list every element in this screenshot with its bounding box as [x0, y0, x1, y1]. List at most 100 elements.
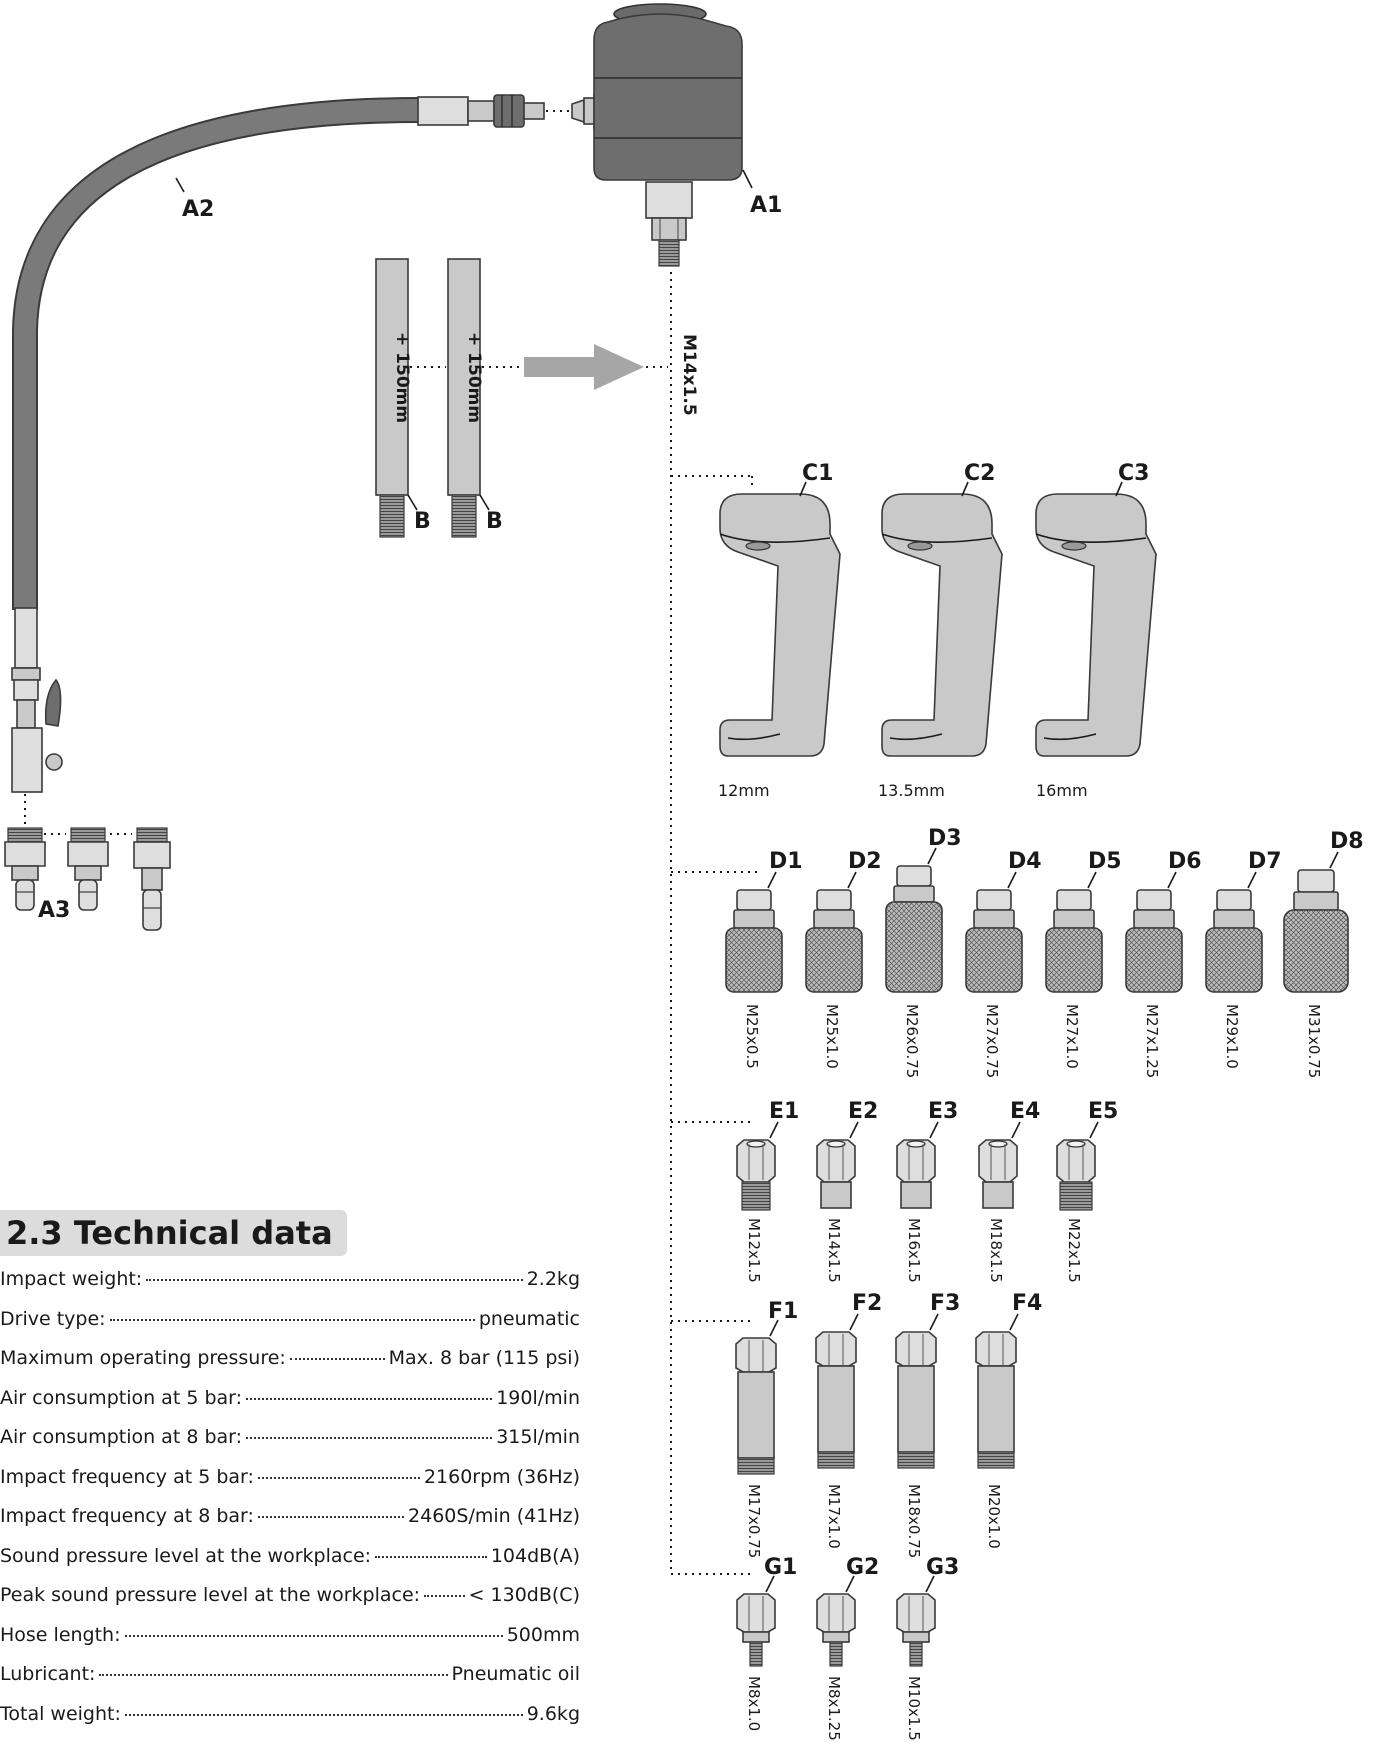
spec-row: Drive type: pneumatic — [0, 1308, 580, 1348]
nut-d5 — [1045, 889, 1103, 993]
nut-d1 — [725, 889, 783, 993]
nut-d4 — [965, 889, 1023, 993]
plug-a3-2 — [67, 827, 109, 911]
dot-leader — [124, 1634, 503, 1637]
section-title: 2.3 Technical data — [0, 1210, 347, 1256]
nut-e5 — [1056, 1139, 1096, 1211]
label-b-2: B — [486, 509, 503, 534]
hook-c2 — [881, 493, 1003, 757]
nut-d7 — [1205, 889, 1263, 993]
thread-e4: M18x1.5 — [987, 1218, 1005, 1283]
label-d3: D3 — [928, 826, 962, 851]
adapter-g1 — [736, 1593, 776, 1667]
spec-row: Impact frequency at 8 bar:2460S/min (41H… — [0, 1505, 580, 1545]
spec-label: Drive type: — [0, 1307, 106, 1330]
adapter-f3 — [895, 1331, 937, 1469]
spec-value: 2460S/min (41Hz) — [408, 1505, 580, 1527]
dot-leader — [246, 1397, 493, 1400]
label-d7: D7 — [1248, 849, 1282, 874]
spec-label: Sound pressure level at the workplace: — [0, 1544, 372, 1567]
label-c2: C2 — [964, 461, 995, 486]
spec-row: Impact frequency at 5 bar:2160rpm (36Hz) — [0, 1466, 580, 1506]
thread-d3: M26x0.75 — [903, 1004, 921, 1078]
spec-value: 9.6kg — [526, 1702, 580, 1725]
spec-row: Impact weight:2.2kg — [0, 1268, 580, 1308]
dot-leader — [257, 1516, 405, 1518]
label-e1: E1 — [769, 1099, 799, 1124]
dot-leader — [289, 1358, 385, 1360]
thread-f3: M18x0.75 — [905, 1484, 923, 1558]
spec-row: Air consumption at 8 bar: 315l/min — [0, 1426, 580, 1466]
label-g2: G2 — [846, 1555, 879, 1580]
thread-e3: M16x1.5 — [905, 1218, 923, 1283]
size-c1: 12mm — [718, 781, 770, 800]
label-e2: E2 — [848, 1099, 878, 1124]
label-c3: C3 — [1118, 461, 1149, 486]
adapter-f2 — [815, 1331, 857, 1469]
dot-leader — [257, 1476, 420, 1479]
spec-label: Air consumption at 5 bar: — [0, 1386, 243, 1409]
label-f3: F3 — [930, 1291, 960, 1316]
spec-row: Peak sound pressure level at the workpla… — [0, 1584, 580, 1624]
nut-e2 — [816, 1139, 856, 1209]
label-f1: F1 — [768, 1299, 798, 1324]
nut-d8 — [1283, 869, 1349, 993]
adapter-f4 — [975, 1331, 1017, 1469]
extension-b-1 — [375, 258, 409, 538]
dot-leader — [246, 1437, 493, 1439]
spec-value: Max. 8 bar (115 psi) — [388, 1347, 580, 1369]
thread-g1: M8x1.0 — [745, 1676, 763, 1731]
spec-row: Lubricant:Pneumatic oil — [0, 1663, 580, 1703]
spec-row: Hose length:500mm — [0, 1624, 580, 1664]
extension-b-2 — [447, 258, 481, 538]
extension-label-1: + 150mm — [392, 332, 412, 423]
thread-f2: M17x1.0 — [825, 1484, 843, 1549]
nut-e4 — [978, 1139, 1018, 1209]
thread-g3: M10x1.5 — [905, 1676, 923, 1741]
label-e3: E3 — [928, 1099, 958, 1124]
dot-leader — [99, 1674, 448, 1676]
thread-d5: M27x1.0 — [1063, 1004, 1081, 1069]
valve-assembly — [11, 607, 63, 793]
label-f2: F2 — [852, 1291, 882, 1316]
label-b-1: B — [414, 509, 431, 534]
hook-c1 — [719, 493, 841, 757]
thread-e2: M14x1.5 — [825, 1218, 843, 1283]
label-a2: A2 — [182, 197, 214, 222]
spec-row: Maximum operating pressure:Max. 8 bar (1… — [0, 1347, 580, 1387]
size-c2: 13.5mm — [878, 781, 945, 800]
spec-label: Air consumption at 8 bar: — [0, 1426, 243, 1448]
hook-c3 — [1035, 493, 1157, 757]
label-d8: D8 — [1330, 829, 1364, 854]
spec-row: Total weight:9.6kg — [0, 1703, 580, 1742]
label-d2: D2 — [848, 849, 882, 874]
label-a3: A3 — [38, 898, 70, 923]
main-thread-label: M14x1.5 — [679, 334, 699, 416]
spec-row: Sound pressure level at the workplace: 10… — [0, 1545, 580, 1585]
adapter-f1 — [735, 1337, 777, 1475]
nut-e1 — [736, 1139, 776, 1211]
spec-label: Peak sound pressure level at the workpla… — [0, 1584, 421, 1606]
label-d1: D1 — [769, 849, 803, 874]
thread-d1: M25x0.5 — [743, 1004, 761, 1069]
spec-value: 315l/min — [496, 1426, 580, 1448]
thread-d2: M25x1.0 — [823, 1004, 841, 1069]
thread-e5: M22x1.5 — [1065, 1218, 1083, 1283]
spec-value: 104dB(A) — [490, 1544, 580, 1567]
label-d5: D5 — [1088, 849, 1122, 874]
dot-leader — [146, 1279, 523, 1281]
spec-label: Lubricant: — [0, 1663, 96, 1685]
spec-value: 190l/min — [496, 1386, 580, 1409]
thread-d4: M27x0.75 — [983, 1004, 1001, 1078]
label-d4: D4 — [1008, 849, 1042, 874]
nut-e3 — [896, 1139, 936, 1209]
hose-a2 — [12, 94, 545, 610]
spec-value: < 130dB(C) — [468, 1584, 580, 1606]
nut-d6 — [1125, 889, 1183, 993]
spec-value: pneumatic — [478, 1307, 580, 1330]
thread-f1: M17x0.75 — [745, 1484, 763, 1558]
label-e4: E4 — [1010, 1099, 1040, 1124]
